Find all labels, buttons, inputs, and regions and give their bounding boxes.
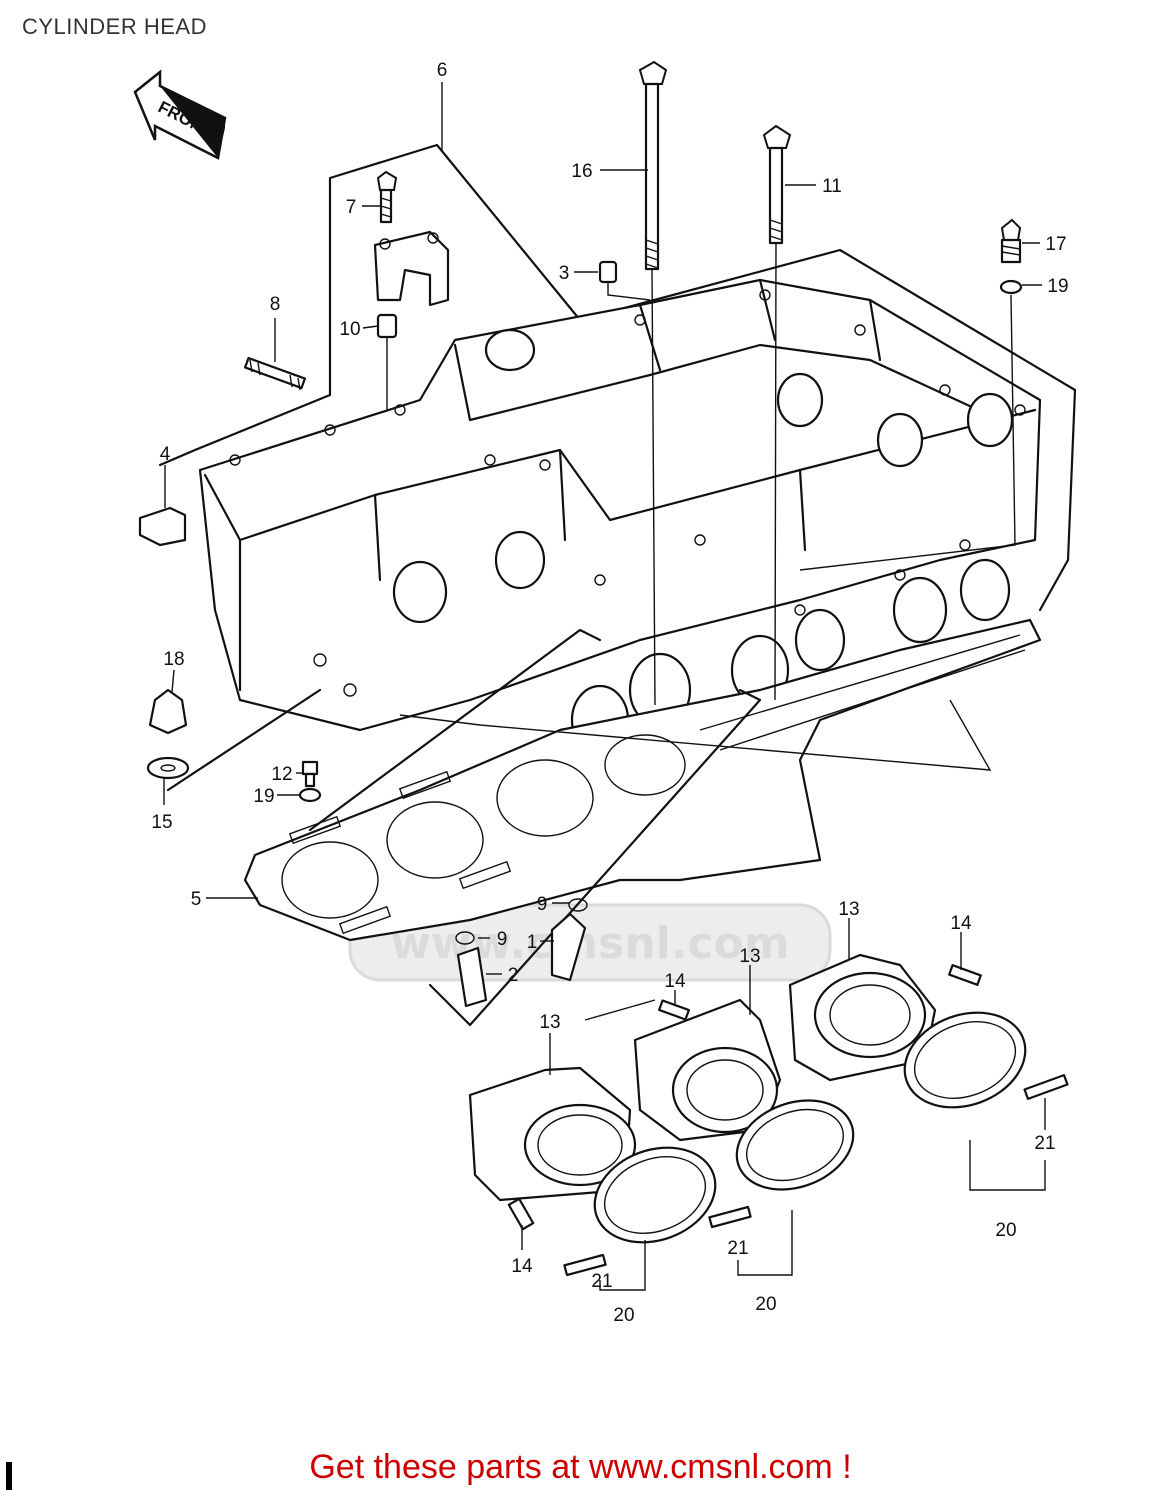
callout-1: 1 [527,932,538,953]
screw-14b [658,999,690,1021]
screw-21c [1023,1074,1069,1100]
cylinder-head-exploded-diagram: .ln { fill: none; stroke: #111; stroke-w… [133,60,1077,1326]
leader-15-frame [166,688,322,792]
screw-21b [708,1205,752,1229]
callout-20-left: 20 [613,1305,634,1326]
intake-holder-right [788,953,937,1082]
cap-bolt-7 [376,170,398,224]
cap-nut-18 [148,688,188,735]
callout-20-right: 20 [995,1220,1016,1241]
head-bolt-16 [638,60,668,706]
callout-12: 12 [271,764,292,785]
washer-19b [298,787,322,803]
callout-19-mid: 19 [253,786,274,807]
leader-lines [163,82,1046,1250]
callout-21-middle: 21 [727,1238,748,1259]
group-frame-gasket-b [399,699,992,771]
stud-8 [243,356,307,391]
page-title: CYLINDER HEAD [22,14,207,39]
washer-15 [146,756,190,780]
bracket-20b [737,1210,793,1276]
clamp-middle [735,1099,855,1191]
callout-9-top: 9 [537,894,548,915]
screw-21a [563,1253,607,1277]
washer-19a [799,279,1023,571]
callout-13-left: 13 [539,1012,560,1033]
callout-14-left: 14 [511,1256,533,1277]
o-ring-9b [455,931,475,945]
clamp-left [593,1146,717,1244]
callout-11: 11 [822,176,842,197]
callout-8: 8 [270,294,281,315]
callout-6: 6 [437,60,448,81]
dowel-2 [456,946,488,1008]
callout-10: 10 [339,319,360,340]
callout-21-right: 21 [1034,1133,1055,1154]
scan-edge-mark [6,1462,12,1490]
callout-13-right: 13 [838,899,859,920]
group-frame-gasket [308,628,602,832]
callout-19-top: 19 [1047,276,1068,297]
intake-holder-middle [633,998,782,1142]
callout-13-middle: 13 [739,946,760,967]
callout-14-right: 14 [950,913,972,934]
callout-5: 5 [191,889,202,910]
dowel-3 [598,260,651,301]
screw-14a [507,1197,535,1231]
callout-7: 7 [346,197,357,218]
callout-14-middle: 14 [664,971,686,992]
o-ring-9a [568,898,588,912]
footer-link-text[interactable]: Get these parts at www.cmsnl.com ! [309,1448,852,1486]
cam-cap [373,230,450,307]
watermark-text: www.cmsnl.com [390,918,789,969]
callout-3: 3 [559,263,570,284]
group-frame-dowels [428,688,762,1027]
callout-2: 2 [508,965,519,986]
callout-17: 17 [1045,234,1066,255]
leader-frame-holders [584,999,656,1021]
callout-4: 4 [160,444,171,465]
callout-9-bottom: 9 [497,929,508,950]
screw-14c [948,964,982,986]
group-frame-cam-caps [158,143,1077,612]
bolt-12 [301,760,319,788]
callout-20-middle: 20 [755,1294,776,1315]
nut-4 [138,506,187,547]
head-bolt-11 [762,124,792,701]
callout-21-left: 21 [591,1271,612,1292]
callout-16: 16 [571,161,592,182]
callout-18: 18 [163,649,184,670]
bracket-20c [969,1140,1046,1191]
head-gasket [243,618,1042,942]
callout-labels: 6 16 11 7 17 19 3 8 10 4 18 12 19 15 5 9… [151,60,1068,1326]
intake-holder-left [468,1066,637,1202]
plug-17 [1000,218,1022,264]
clamp-right [903,1011,1027,1109]
dowel-10 [376,313,398,410]
bracket-20a [599,1240,646,1291]
front-arrow-icon: FRONT [133,69,227,160]
bolt-holes [229,289,1026,697]
callout-15: 15 [151,812,172,833]
dowel-1 [550,912,587,982]
